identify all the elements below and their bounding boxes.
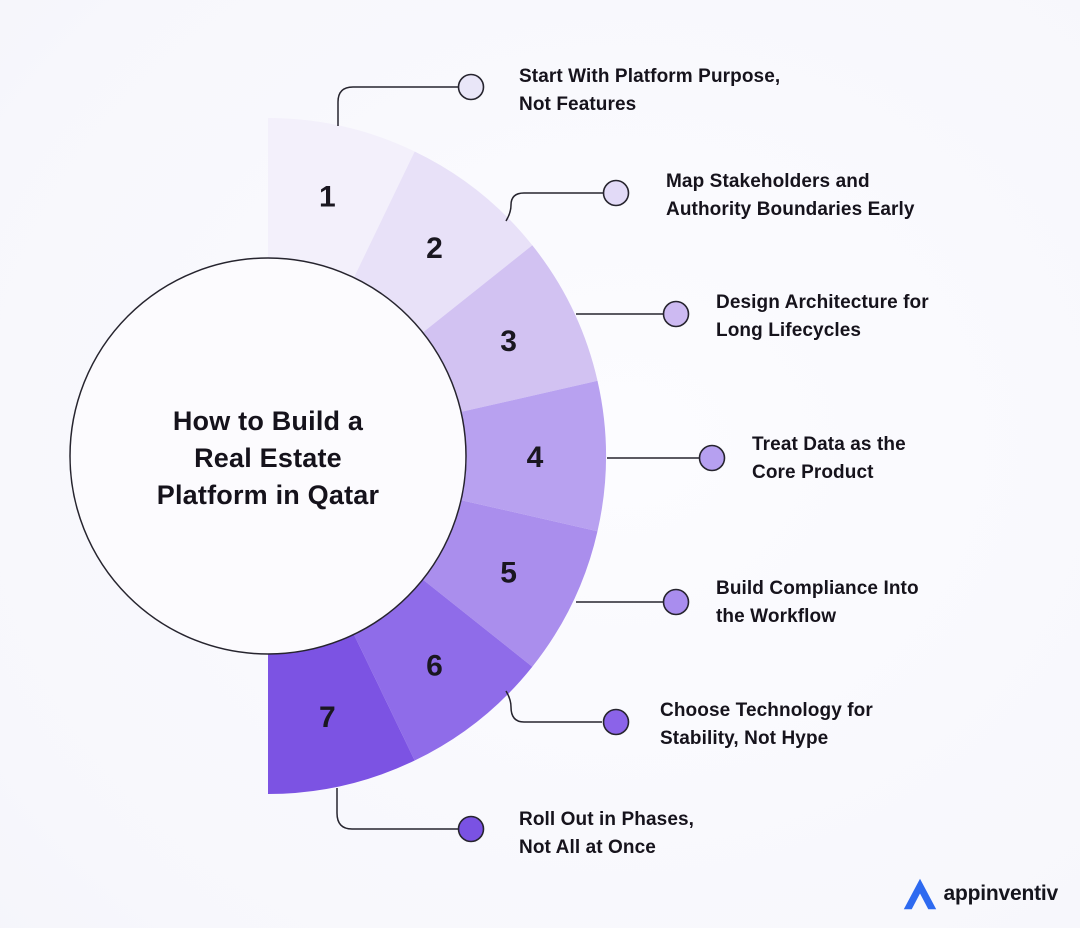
wheel-segment-3: [422, 245, 598, 412]
step-label-line: Not All at Once: [519, 837, 656, 858]
wheel-segment-2: [353, 151, 533, 333]
center-circle: [69, 257, 467, 655]
page-title: How to Build a Real Estate Platform in Q…: [108, 403, 428, 514]
page-title-line: Real Estate: [194, 443, 342, 473]
step-number-2: 2: [426, 232, 443, 265]
appinventiv-mark-icon: [903, 878, 936, 910]
step-label-line: Roll Out in Phases,: [519, 809, 695, 830]
wheel-segment-1: [268, 118, 415, 278]
step-dot-4: [698, 444, 726, 472]
step-label-line: Long Lifecycles: [716, 320, 862, 341]
connector-line-2: [505, 192, 603, 222]
step-label-line: Authority Boundaries Early: [666, 199, 915, 220]
step-dot-6: [602, 708, 630, 736]
wheel-numbers: 1 2 3 4 5 6 7: [319, 181, 544, 735]
step-label-line: Treat Data as the: [752, 434, 906, 455]
step-label-line: Core Product: [752, 462, 874, 483]
connector-line-1: [337, 86, 458, 126]
step-dot-3: [662, 300, 690, 328]
step-number-3: 3: [500, 325, 517, 358]
wheel-segment-6: [353, 579, 533, 761]
logo-text: appinventiv: [943, 882, 1059, 905]
wheel-segment-4: [461, 380, 606, 532]
connector-line-6: [505, 690, 602, 723]
step-label-line: Choose Technology for: [660, 700, 873, 721]
step-dot-2: [602, 179, 630, 207]
step-label-line: Design Architecture for: [716, 292, 929, 313]
wheel-segment-7: [268, 634, 415, 794]
wheel-connectors: [336, 73, 726, 843]
page-title-line: Platform in Qatar: [156, 480, 380, 510]
page-title-line: How to Build a: [172, 406, 364, 436]
step-number-1: 1: [319, 181, 336, 214]
step-label-line: Build Compliance Into: [716, 578, 919, 599]
step-number-7: 7: [319, 701, 336, 734]
step-label-line: the Workflow: [716, 606, 837, 627]
appinventiv-logo: appinventiv: [901, 876, 1059, 912]
step-number-4: 4: [527, 441, 544, 474]
step-label-1: Start With Platform Purpose, Not Features: [519, 63, 780, 119]
step-label-line: Stability, Not Hype: [660, 728, 829, 749]
step-label-7: Roll Out in Phases, Not All at Once: [519, 806, 694, 862]
step-number-6: 6: [426, 650, 443, 683]
step-label-line: Not Features: [519, 94, 637, 115]
step-dot-1: [457, 73, 485, 101]
step-label-line: Start With Platform Purpose,: [519, 66, 781, 87]
step-number-5: 5: [500, 557, 517, 590]
step-label-line: Map Stakeholders and: [666, 171, 870, 192]
connector-line-7: [336, 788, 458, 830]
step-dot-7: [457, 815, 485, 843]
step-dot-5: [662, 588, 690, 616]
wheel-segments: [268, 118, 606, 794]
step-label-5: Build Compliance Into the Workflow: [716, 575, 919, 631]
wheel-segment-5: [422, 500, 598, 667]
logo-triangle: [903, 878, 936, 910]
